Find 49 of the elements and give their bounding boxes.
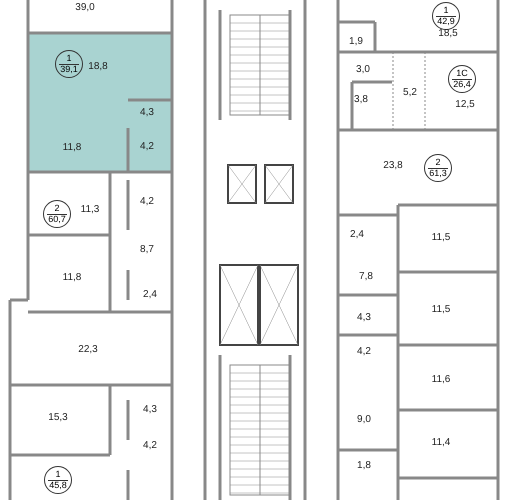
room-area-label: 4,3 [357, 313, 371, 323]
room-area-label: 2,4 [350, 230, 364, 240]
apartment-area: 61,3 [425, 169, 451, 178]
room-area-label: 4,2 [140, 197, 154, 207]
apartment-badge [448, 65, 476, 93]
room-area-label: 4,2 [357, 347, 371, 357]
apartment-rooms: 2 [53, 204, 60, 213]
room-area-label: 8,7 [140, 245, 154, 255]
room-area-label: 23,8 [383, 161, 403, 171]
room-area-label: 39,0 [75, 3, 95, 13]
room-area-label: 5,2 [403, 88, 417, 98]
apartment-area: 45,8 [45, 481, 71, 490]
room-area-label: 11,8 [62, 273, 82, 283]
room-area-label: 11,5 [432, 233, 450, 243]
room-area-label: 3,8 [354, 95, 368, 105]
room-area-label: 11,5 [432, 305, 450, 315]
room-area-label: 18,5 [438, 29, 458, 39]
apartment-badge [432, 2, 460, 30]
apartment-area: 39,1 [56, 65, 82, 74]
room-area-label: 12,5 [455, 100, 475, 110]
apartment-badge [55, 50, 83, 78]
apartment-rooms: 1С [455, 69, 469, 78]
room-area-label: 22,3 [78, 345, 98, 355]
room-area-label: 4,3 [140, 108, 154, 118]
room-area-label: 4,2 [140, 142, 154, 152]
apartment-badge [43, 200, 71, 228]
room-area-label: 11,4 [432, 438, 450, 448]
apartment-badge [424, 154, 452, 182]
apartment-area: 42,9 [433, 17, 459, 26]
apartment-rooms: 1 [442, 6, 450, 15]
room-area-label: 9,0 [357, 415, 371, 425]
room-area-label: 1,8 [357, 461, 371, 471]
room-area-label: 18,8 [88, 62, 108, 72]
room-area-label: 11,8 [62, 143, 82, 153]
room-area-label: 11,3 [80, 205, 100, 215]
apartment-badge [44, 466, 72, 494]
apartment-rooms: 1 [65, 54, 72, 63]
apartment-rooms: 2 [434, 158, 442, 167]
room-area-label: 7,8 [359, 272, 373, 282]
room-area-label: 15,3 [48, 413, 68, 423]
room-area-label: 4,3 [143, 405, 157, 415]
room-area-label: 11,6 [432, 375, 450, 385]
room-area-label: 2,4 [143, 290, 157, 300]
room-area-label: 3,0 [356, 65, 370, 75]
apartment-rooms: 1 [54, 470, 62, 479]
room-area-label: 4,2 [143, 441, 157, 451]
apartment-area: 26,4 [449, 80, 475, 89]
apartment-area: 60,7 [44, 215, 70, 224]
room-area-label: 1,9 [349, 37, 363, 47]
